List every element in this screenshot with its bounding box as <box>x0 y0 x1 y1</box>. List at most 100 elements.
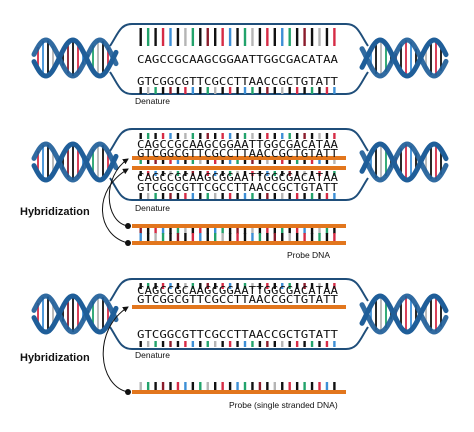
base-tick <box>191 341 195 347</box>
base-tick <box>318 171 321 176</box>
base-tick <box>310 171 314 176</box>
base-tick <box>199 228 202 234</box>
base-tick <box>221 193 224 199</box>
base-tick <box>333 228 336 234</box>
base-tick <box>169 87 172 94</box>
bottom-strand-sequence: GTCGGCGTTCGCCTTAACCGCTGTATT <box>137 294 339 306</box>
base-tick <box>139 382 142 390</box>
base-tick <box>146 341 150 347</box>
base-tick <box>169 283 172 289</box>
base-tick <box>295 28 299 46</box>
base-tick <box>295 171 299 176</box>
base-tick <box>184 193 187 199</box>
base-tick <box>161 28 165 46</box>
probe-label-dot <box>125 389 131 395</box>
base-tick <box>176 193 180 199</box>
base-tick <box>266 341 269 347</box>
base-tick <box>221 87 224 94</box>
base-tick <box>325 341 329 347</box>
base-tick <box>228 228 232 234</box>
base-tick <box>266 233 269 241</box>
base-tick <box>236 382 239 390</box>
free-probe-strand <box>132 241 346 245</box>
base-tick <box>191 382 195 390</box>
top-strand-bases <box>139 28 336 46</box>
helix-backbone <box>359 37 449 79</box>
base-tick <box>228 382 232 390</box>
base-tick <box>161 159 165 164</box>
base-tick <box>281 159 284 164</box>
base-tick <box>266 133 269 139</box>
denatured-dna-outline <box>109 128 369 201</box>
base-tick <box>333 133 336 139</box>
base-tick <box>139 87 142 94</box>
base-tick <box>303 228 306 234</box>
base-tick <box>236 193 239 199</box>
base-tick <box>325 159 329 164</box>
base-tick <box>273 228 276 234</box>
base-tick <box>228 193 232 199</box>
base-tick <box>273 133 276 139</box>
hybridization-label: Hybridization <box>20 352 90 364</box>
base-tick <box>251 159 254 164</box>
probe-strand-bases <box>139 171 336 176</box>
helix-backbone <box>359 141 449 183</box>
base-tick <box>206 87 209 94</box>
dna-helix-left <box>31 37 119 79</box>
base-tick <box>221 382 224 390</box>
base-tick <box>281 193 284 199</box>
base-tick <box>206 193 209 199</box>
base-tick <box>154 87 157 94</box>
top-strand-sequence: CAGCCGCAAGCGGAATTGGCGACATAA <box>137 285 339 297</box>
base-tick <box>333 283 336 289</box>
probe-bases <box>139 233 336 241</box>
dna-helix-right <box>359 141 449 183</box>
base-tick <box>184 341 187 347</box>
base-tick <box>214 283 217 289</box>
bottom-strand-bases <box>139 193 336 199</box>
base-tick <box>199 159 202 164</box>
base-tick <box>154 228 157 234</box>
base-tick <box>258 171 262 176</box>
base-tick <box>154 159 157 164</box>
base-tick <box>199 28 202 46</box>
base-tick <box>333 341 336 347</box>
base-tick <box>146 159 150 164</box>
hybridization-label: Hybridization <box>20 206 90 218</box>
base-tick <box>146 233 150 241</box>
helix-backbone <box>31 293 119 335</box>
base-tick <box>266 159 269 164</box>
bottom-strand-sequence: GTCGGCGTTCGCCTTAACCGCTGTATT <box>137 76 339 88</box>
top-strand-sequence: CAGCCGCAAGCGGAATTGGCGACATAA <box>137 54 339 66</box>
base-tick <box>288 283 291 289</box>
base-tick <box>243 171 247 176</box>
base-tick <box>154 233 157 241</box>
base-tick <box>318 193 321 199</box>
hybridization-arrow <box>102 306 129 393</box>
base-tick <box>139 228 142 234</box>
base-tick <box>191 171 195 176</box>
base-tick <box>325 283 329 289</box>
base-tick <box>325 87 329 94</box>
base-tick <box>251 133 254 139</box>
base-tick <box>191 159 195 164</box>
base-tick <box>221 133 224 139</box>
base-tick <box>184 228 187 234</box>
base-tick <box>154 171 157 176</box>
base-tick <box>303 341 306 347</box>
base-tick <box>281 133 284 139</box>
base-tick <box>191 28 195 46</box>
base-tick <box>199 283 202 289</box>
base-tick <box>325 28 329 46</box>
base-tick <box>176 341 180 347</box>
panel-denature: CAGCCGCAAGCGGAATTGGCGACATAA GTCGGCGTTCGC… <box>31 23 449 106</box>
base-tick <box>258 133 262 139</box>
dna-helix-right <box>359 293 449 335</box>
base-tick <box>243 382 247 390</box>
base-tick <box>281 87 284 94</box>
base-tick <box>228 133 232 139</box>
denature-label: Denature <box>135 203 170 213</box>
base-tick <box>161 171 165 176</box>
probe-bases <box>139 382 336 390</box>
